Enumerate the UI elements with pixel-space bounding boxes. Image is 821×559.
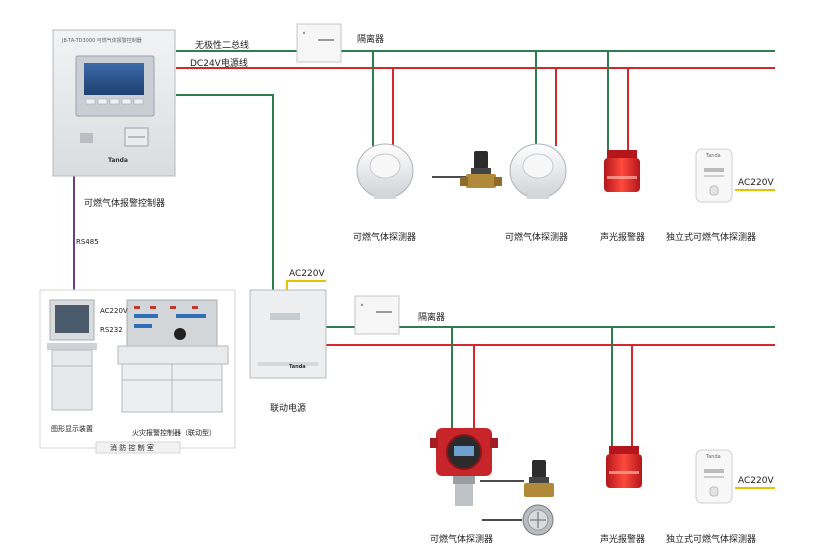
standalone-detector-top <box>695 148 733 203</box>
isolator-top-label: 隔离器 <box>357 35 385 45</box>
gas-detector-explosion-proof <box>430 428 498 506</box>
sound-light-alarm-bottom <box>606 446 642 488</box>
bottom-sound-light-label: 声光报警器 <box>600 535 646 545</box>
control-room-frame <box>39 289 236 454</box>
room-ac-label: AC220V <box>100 307 128 315</box>
bottom-bus-wires <box>326 326 775 446</box>
linkage-power-label: 联动电源 <box>270 404 307 414</box>
top-standalone-brand: Tanda <box>706 153 721 159</box>
solenoid-valve-bottom <box>480 460 554 497</box>
solenoid-valve-top <box>432 151 502 188</box>
graphic-display-label: 图形显示装置 <box>51 425 93 433</box>
isolator-bottom-box <box>354 295 400 335</box>
bottom-standalone-brand: Tanda <box>706 454 721 460</box>
rs485-label: RS485 <box>76 238 99 246</box>
top-detector-2-label: 可燃气体探测器 <box>505 233 569 243</box>
fire-controller-label: 火灾报警控制器（联动型） <box>132 429 216 437</box>
rs232-label: RS232 <box>100 326 123 334</box>
bottom-ac-label: AC220V <box>738 476 774 486</box>
exhaust-fan <box>482 504 554 536</box>
linkage-power-box <box>249 289 327 379</box>
controller-model-text: JB-TA-TD3000 可燃气体报警控制器 <box>62 38 142 44</box>
top-ac-label: AC220V <box>738 178 774 188</box>
controller-brand: Tanda <box>108 157 128 164</box>
top-detector-1-label: 可燃气体探测器 <box>353 233 417 243</box>
top-bus-wires <box>176 50 775 290</box>
bottom-detector-label: 可燃气体探测器 <box>430 535 494 545</box>
isolator-bottom-label: 隔离器 <box>418 313 446 323</box>
sound-light-alarm-top <box>604 150 640 192</box>
isolator-top-box <box>296 23 342 63</box>
bottom-standalone-label: 独立式可燃气体探测器 <box>666 535 757 545</box>
standalone-detector-bottom <box>695 449 733 504</box>
top-standalone-label: 独立式可燃气体探测器 <box>666 233 757 243</box>
gas-controller-cabinet <box>52 29 176 177</box>
gas-detector-dome-1 <box>356 143 414 199</box>
linkage-brand: Tanda <box>289 364 306 370</box>
gas-detector-dome-2 <box>509 143 567 199</box>
power-line-label: DC24V电源线 <box>190 59 248 69</box>
top-sound-light-label: 声光报警器 <box>600 233 646 243</box>
control-room-label: 消 防 控 制 室 <box>110 444 154 452</box>
controller-label: 可燃气体报警控制器 <box>84 199 166 209</box>
bus-line-label: 无极性二总线 <box>195 41 250 51</box>
linkage-ac-label: AC220V <box>289 269 325 279</box>
